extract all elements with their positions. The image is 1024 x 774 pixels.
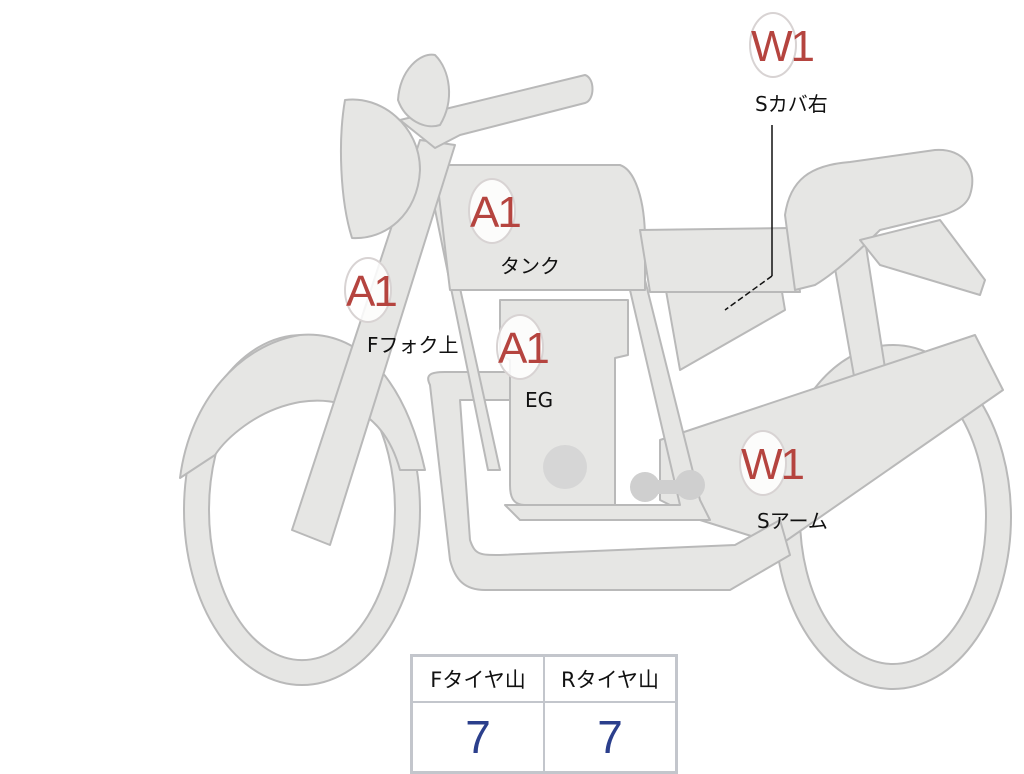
marker-badge: W1 (749, 12, 815, 78)
marker-badge: A1 (496, 314, 550, 380)
tyre-tread-table: Fタイヤ山 Rタイヤ山 7 7 (410, 654, 678, 774)
mirror (397, 53, 451, 128)
leader-line (724, 125, 773, 311)
front-tyre-value: 7 (410, 701, 545, 774)
handlebar (399, 74, 594, 149)
marker-label: Sアーム (757, 509, 828, 533)
side-cover (664, 279, 786, 371)
battery-box (639, 227, 801, 293)
exhaust (427, 371, 791, 591)
front-tyre-header: Fタイヤ山 (410, 654, 545, 703)
engine-cover (543, 445, 587, 489)
marker-label: Sカバ右 (755, 92, 828, 116)
rear-axle (630, 470, 705, 502)
marker-label: Fフォク上 (367, 333, 459, 357)
marker-label: タンク (500, 254, 560, 278)
headlight (340, 98, 421, 240)
marker-badge: A1 (344, 257, 398, 323)
swing-arm (659, 334, 1004, 546)
marker-badge: A1 (468, 178, 522, 244)
rear-tyre-value: 7 (543, 701, 678, 774)
seat (784, 148, 974, 291)
tail (859, 219, 986, 296)
marker-badge: W1 (739, 430, 805, 496)
marker-label: EG (525, 388, 554, 412)
rear-tyre-header: Rタイヤ山 (543, 654, 678, 703)
